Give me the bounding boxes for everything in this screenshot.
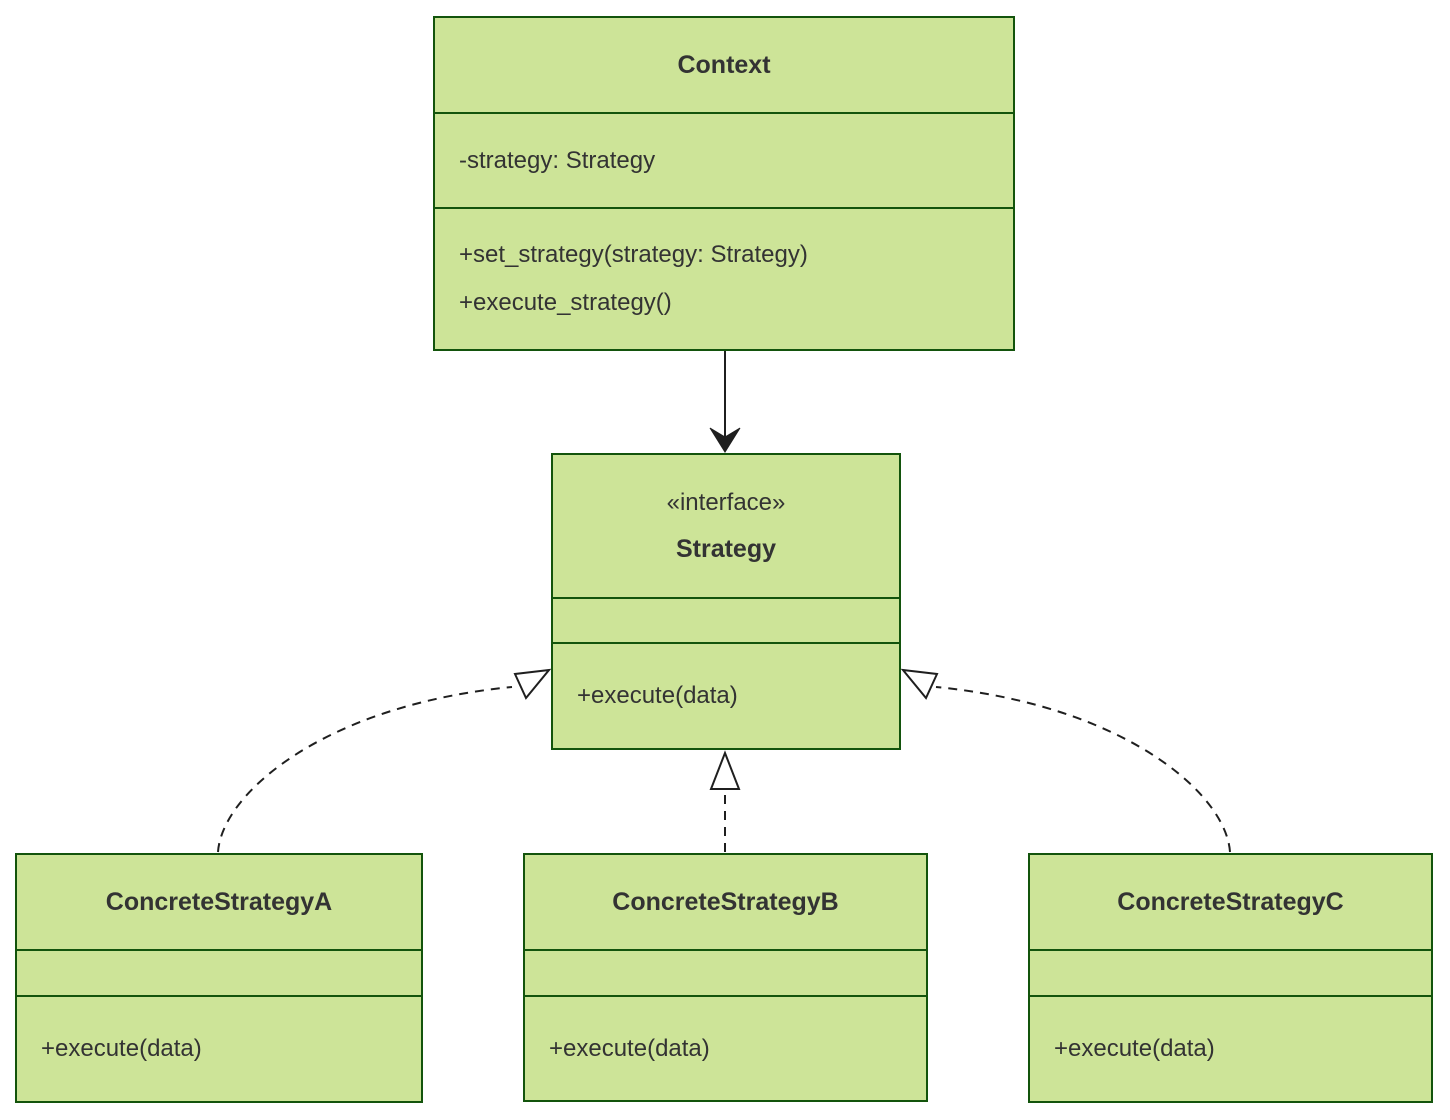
class-name: ConcreteStrategyA	[105, 888, 333, 916]
class-box-context: Context -strategy: Strategy +set_strateg…	[433, 16, 1015, 351]
class-methods-context: +set_strategy(strategy: Strategy) +execu…	[435, 207, 1013, 349]
class-methods-concrete-strategy-c: +execute(data)	[1030, 995, 1431, 1101]
class-method: +execute(data)	[549, 1034, 710, 1062]
class-attribute: -strategy: Strategy	[459, 146, 656, 174]
class-name: Strategy	[675, 535, 777, 563]
class-title-concrete-strategy-b: ConcreteStrategyB	[525, 855, 926, 949]
class-methods-concrete-strategy-a: +execute(data)	[17, 995, 421, 1101]
realization-edge-concrete-c-strategy	[900, 668, 1231, 853]
class-title-concrete-strategy-c: ConcreteStrategyC	[1030, 855, 1431, 949]
class-methods-strategy: +execute(data)	[553, 642, 899, 748]
class-title-concrete-strategy-a: ConcreteStrategyA	[17, 855, 421, 949]
hollow-triangle-arrowhead-icon	[513, 668, 552, 700]
realization-line	[935, 686, 1231, 853]
class-box-concrete-strategy-a: ConcreteStrategyA +execute(data)	[15, 853, 423, 1103]
realization-line	[217, 686, 513, 853]
class-attributes-concrete-strategy-a	[17, 949, 421, 995]
class-attributes-strategy	[553, 597, 899, 642]
class-method: +execute(data)	[577, 682, 738, 709]
filled-vee-arrowhead-icon	[709, 427, 741, 453]
association-edge-context-strategy	[709, 351, 741, 453]
class-name: ConcreteStrategyC	[1117, 888, 1344, 916]
class-title-context: Context	[435, 18, 1013, 112]
stereotype-label: «interface»	[666, 489, 786, 516]
class-method: +execute(data)	[1054, 1035, 1215, 1062]
hollow-triangle-arrowhead-icon	[709, 750, 741, 790]
class-attributes-concrete-strategy-b	[525, 949, 926, 995]
realization-edge-concrete-b-strategy	[709, 750, 741, 852]
class-box-concrete-strategy-c: ConcreteStrategyC +execute(data)	[1028, 853, 1433, 1103]
class-method: +set_strategy(strategy: Strategy)	[459, 241, 808, 268]
class-title-strategy: «interface» Strategy	[553, 455, 899, 597]
realization-edge-concrete-a-strategy	[217, 668, 552, 853]
class-method: +execute_strategy()	[459, 289, 672, 316]
class-attributes-concrete-strategy-c	[1030, 949, 1431, 995]
class-methods-concrete-strategy-b: +execute(data)	[525, 995, 926, 1100]
class-method: +execute(data)	[41, 1035, 202, 1062]
class-attributes-context: -strategy: Strategy	[435, 112, 1013, 207]
class-box-concrete-strategy-b: ConcreteStrategyB +execute(data)	[523, 853, 928, 1102]
class-name: Context	[677, 51, 771, 79]
class-name: ConcreteStrategyB	[612, 888, 839, 916]
class-box-strategy: «interface» Strategy +execute(data)	[551, 453, 901, 750]
hollow-triangle-arrowhead-icon	[900, 668, 939, 700]
